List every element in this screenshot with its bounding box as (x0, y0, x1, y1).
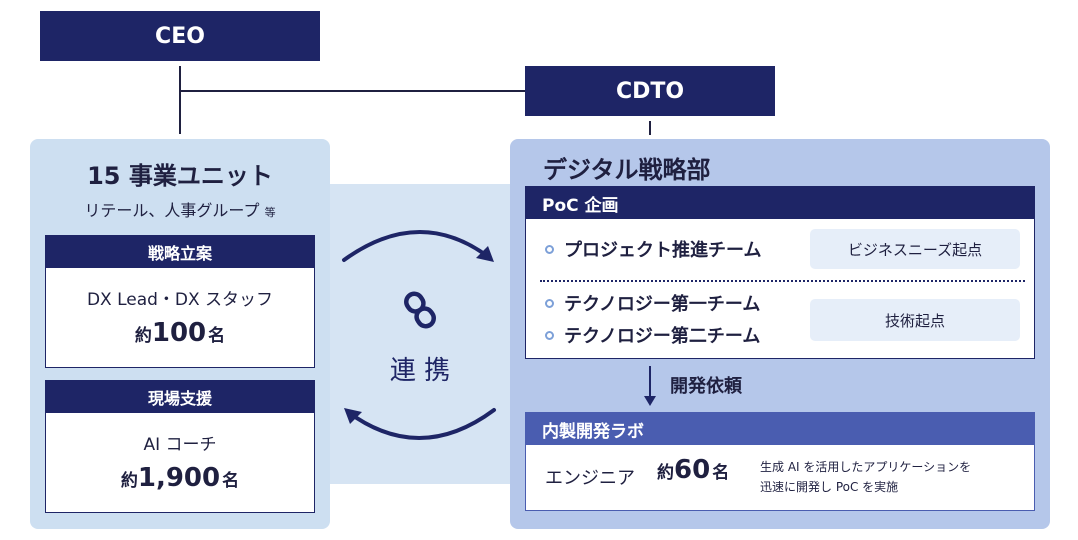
tech-origin-tag-label: 技術起点 (884, 311, 945, 330)
bullet-icon (545, 330, 554, 340)
team-project-row: プロジェクト推進チーム (545, 237, 761, 261)
business-units-subtitle-suffix: 等 (264, 206, 276, 219)
strategy-header: 戦略立案 (46, 236, 314, 268)
cdto-box: CDTO (525, 66, 775, 116)
lab-card: 内製開発ラボ (525, 412, 1035, 511)
bullet-icon (545, 244, 554, 254)
cdto-label: CDTO (615, 78, 685, 104)
business-units-subtitle-main: リテール、人事グループ (84, 201, 260, 220)
strategy-count-suffix: 名 (208, 326, 226, 346)
lab-count-value: 60 (674, 455, 711, 485)
ceo-vertical-line (179, 66, 181, 134)
field-support-count-prefix: 約 (120, 471, 138, 491)
team-tech2-row: テクノロジー第二チーム (545, 323, 760, 347)
cdto-vertical-line (649, 121, 651, 135)
lab-count-prefix: 約 (657, 463, 674, 483)
business-units-title: 15 事業ユニット (87, 162, 273, 190)
team-tech1-row: テクノロジー第一チーム (545, 291, 760, 315)
lab-description-line2: 迅速に開発し PoC を実施 (760, 480, 899, 494)
business-units-subtitle: リテール、人事グループ 等 (30, 197, 330, 221)
ceo-cdto-horizontal-line (179, 90, 525, 92)
field-support-header: 現場支援 (46, 381, 314, 413)
lab-header: 内製開発ラボ (526, 413, 1034, 445)
dev-request-label: 開発依頼 (670, 376, 742, 397)
poc-divider (540, 280, 1025, 282)
lab-engineer-label: エンジニア (545, 468, 635, 489)
arrow-right-icon (342, 230, 494, 262)
tech-origin-tag: 技術起点 (810, 299, 1020, 341)
ceo-label: CEO (155, 23, 205, 49)
arrow-left-icon (344, 408, 496, 440)
field-support-count-value: 1,900 (137, 463, 221, 493)
digital-strategy-title: デジタル戦略部 (543, 156, 711, 184)
field-support-count-suffix: 名 (222, 471, 240, 491)
business-needs-tag: ビジネスニーズ起点 (810, 229, 1020, 269)
poc-header: PoC 企画 (526, 187, 1034, 219)
business-needs-tag-label: ビジネスニーズ起点 (847, 240, 983, 259)
team-tech1-label: テクノロジー第一チーム (564, 294, 761, 315)
ceo-box: CEO (40, 11, 320, 61)
down-arrow-icon (644, 366, 656, 406)
collaboration-arrows (342, 230, 496, 440)
strategy-role: DX Lead・DX スタッフ (86, 290, 274, 310)
collaboration-label: 連 携 (389, 356, 451, 386)
lab-description-line1: 生成 AI を活用したアプリケーションを (760, 460, 972, 474)
strategy-count-value: 100 (151, 318, 207, 348)
lab-description: 生成 AI を活用したアプリケーションを 迅速に開発し PoC を実施 (760, 457, 971, 497)
field-support-role: AI コーチ (143, 435, 217, 455)
lab-count-suffix: 名 (712, 463, 730, 483)
bullet-icon (545, 298, 554, 308)
link-icon (404, 291, 436, 329)
poc-card: PoC 企画 (525, 186, 1035, 359)
team-tech2-label: テクノロジー第二チーム (564, 326, 761, 347)
team-project-label: プロジェクト推進チーム (564, 240, 762, 261)
strategy-count-prefix: 約 (134, 326, 152, 346)
